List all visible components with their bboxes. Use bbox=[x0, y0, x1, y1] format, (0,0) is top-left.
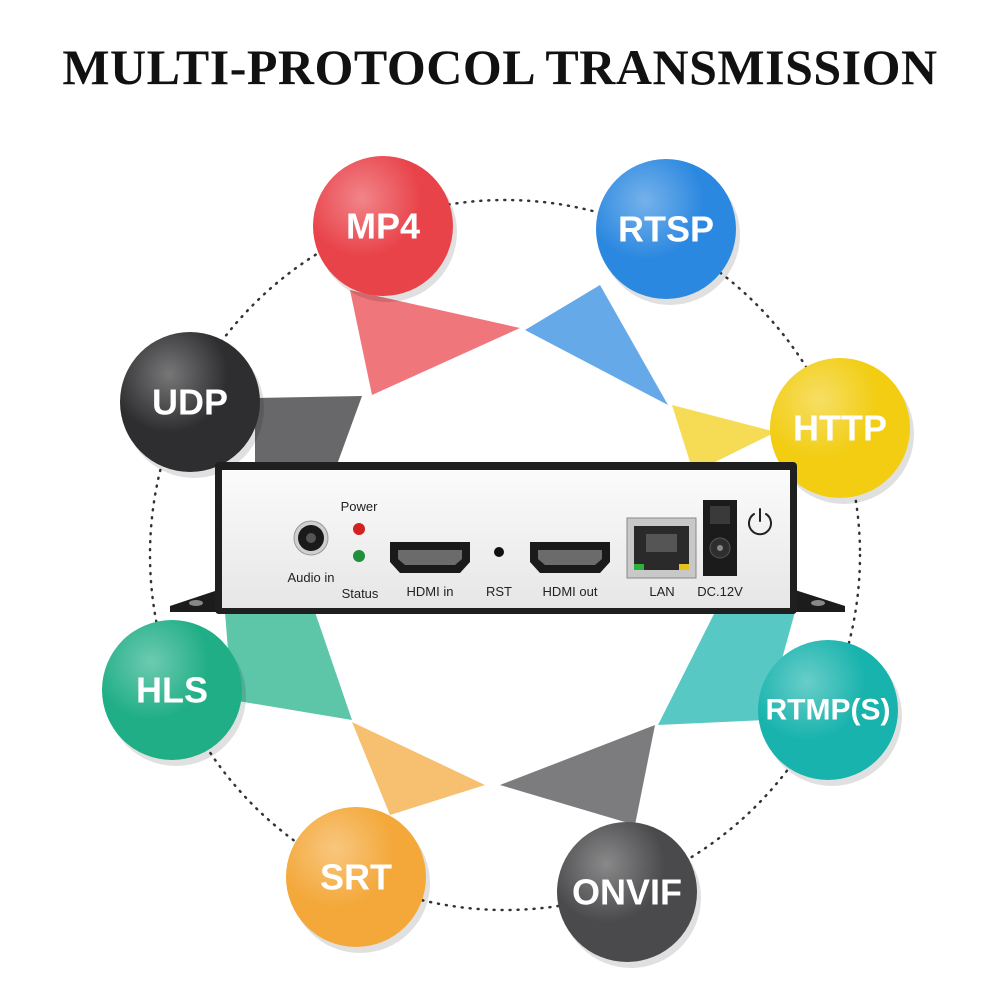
status-label: Status bbox=[342, 586, 379, 601]
hdmi-in-port bbox=[390, 542, 470, 573]
wedge-srt bbox=[352, 722, 485, 815]
protocol-label-hls: HLS bbox=[136, 670, 208, 711]
protocol-label-srt: SRT bbox=[320, 857, 392, 898]
power-led bbox=[353, 523, 365, 535]
wedge-onvif bbox=[500, 725, 655, 825]
status-led bbox=[353, 550, 365, 562]
encoder-device: Audio in Power Status HDMI in RST HDMI o… bbox=[170, 462, 845, 614]
dc-label: DC.12V bbox=[697, 584, 743, 599]
wedge-rtsp bbox=[525, 285, 668, 405]
protocol-bubble-onvif: ONVIF bbox=[557, 822, 701, 968]
reset-button bbox=[494, 547, 504, 557]
protocol-bubble-srt: SRT bbox=[286, 807, 430, 953]
protocol-label-onvif: ONVIF bbox=[572, 872, 682, 913]
bubble-layer: MP4 RTSP UDP HTTP HLS RTMP(S) SRT ONVIF bbox=[102, 156, 914, 968]
hdmi-out-port bbox=[530, 542, 610, 573]
protocol-bubble-http: HTTP bbox=[770, 358, 914, 504]
wedge-http bbox=[672, 405, 776, 462]
protocol-bubble-mp4: MP4 bbox=[313, 156, 457, 302]
hdmi-out-label: HDMI out bbox=[543, 584, 598, 599]
protocol-label-rtmp-s: RTMP(S) bbox=[766, 694, 891, 727]
hdmi-in-label: HDMI in bbox=[407, 584, 454, 599]
lan-port bbox=[626, 517, 697, 579]
power-label: Power bbox=[341, 499, 379, 514]
audio-in-jack bbox=[293, 520, 329, 556]
wedge-hls bbox=[225, 612, 352, 720]
protocol-label-http: HTTP bbox=[793, 408, 887, 449]
wedge-mp4 bbox=[350, 290, 520, 395]
protocol-label-mp4: MP4 bbox=[346, 206, 420, 247]
audio-in-label: Audio in bbox=[288, 570, 335, 585]
wedge-udp bbox=[255, 396, 362, 470]
page-title: MULTI-PROTOCOL TRANSMISSION bbox=[62, 39, 938, 95]
power-button-icon bbox=[748, 508, 772, 536]
protocol-bubble-udp: UDP bbox=[120, 332, 264, 478]
protocol-bubble-hls: HLS bbox=[102, 620, 246, 766]
dotted-ring bbox=[148, 198, 862, 912]
dc-power-jack bbox=[703, 500, 737, 576]
lan-label: LAN bbox=[649, 584, 674, 599]
protocol-label-rtsp: RTSP bbox=[618, 209, 714, 250]
protocol-bubble-rtmp-s: RTMP(S) bbox=[758, 640, 902, 786]
rst-label: RST bbox=[486, 584, 512, 599]
protocol-label-udp: UDP bbox=[152, 382, 228, 423]
protocol-bubble-rtsp: RTSP bbox=[596, 159, 740, 305]
